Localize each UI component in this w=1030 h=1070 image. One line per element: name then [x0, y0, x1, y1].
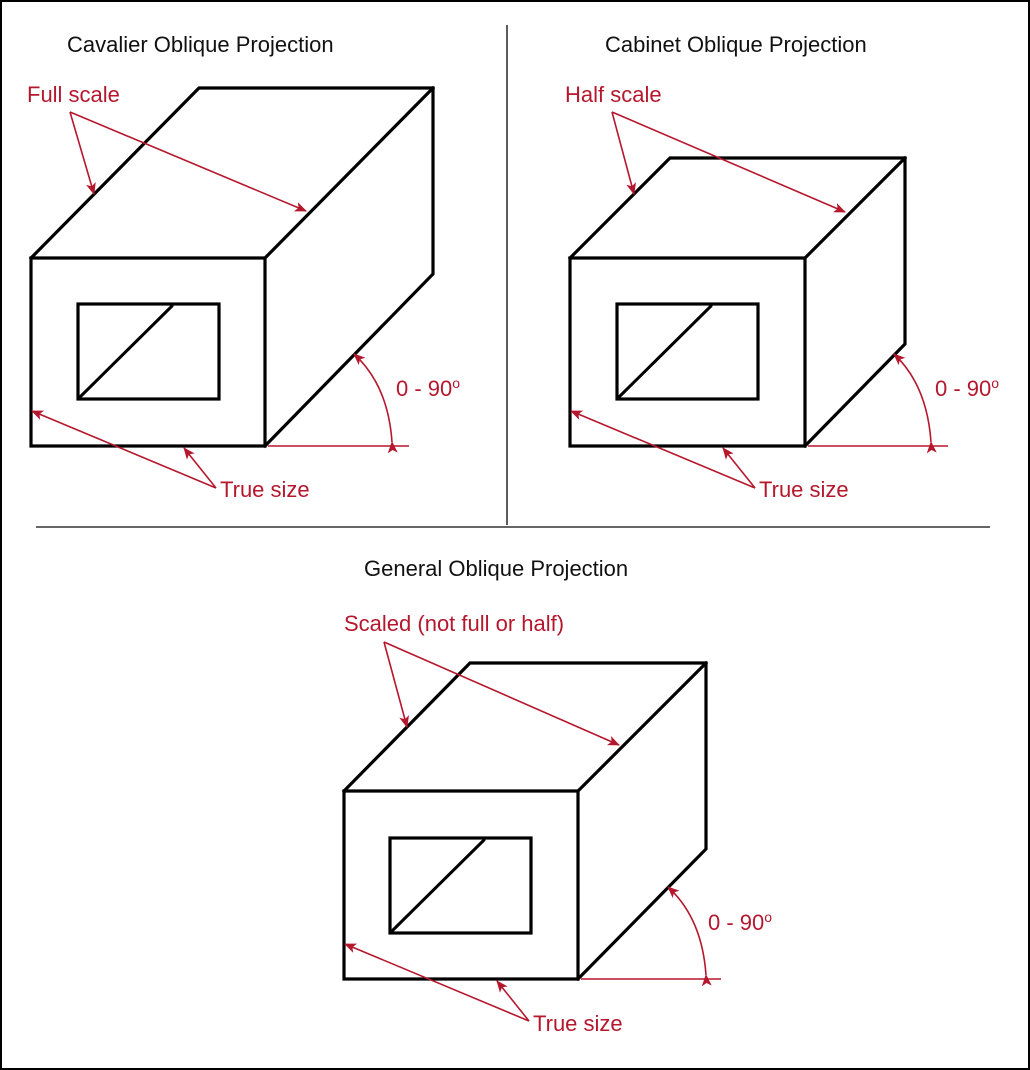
- scale-leader-left: [69, 111, 96, 195]
- angle-arc: [893, 353, 937, 454]
- front-face: [568, 256, 807, 448]
- receding-edges: [567, 156, 907, 449]
- size-leader-left: [570, 410, 756, 489]
- size-leader-right: [722, 447, 756, 489]
- general-box: [341, 660, 709, 982]
- front-face: [29, 256, 267, 448]
- angle-arc: [353, 353, 398, 454]
- panel-title: General Oblique Projection: [364, 556, 628, 581]
- angle-label: 0 - 90o: [396, 375, 460, 401]
- panel-title: Cabinet Oblique Projection: [605, 32, 867, 57]
- degree-symbol: o: [452, 375, 460, 391]
- angle-label: 0 - 90o: [708, 909, 772, 935]
- size-leader-left: [344, 943, 530, 1022]
- angle-label: 0 - 90o: [935, 375, 999, 401]
- scale-label: Scaled (not full or half): [344, 611, 564, 636]
- scale-leader-left: [611, 111, 636, 195]
- size-leader-left: [31, 410, 217, 489]
- angle-arc: [667, 886, 712, 987]
- panel-cabinet: Cabinet Oblique Projection Half scale 0 …: [565, 32, 999, 502]
- front-opening: [615, 302, 760, 401]
- size-leader-right: [183, 447, 217, 489]
- opening-diagonal: [617, 304, 713, 399]
- scale-leader-right: [611, 111, 846, 213]
- size-leader-right: [496, 980, 530, 1022]
- degree-symbol: o: [991, 375, 999, 391]
- receding-edge: [802, 155, 908, 261]
- receding-edge: [575, 660, 709, 794]
- front-face: [342, 789, 580, 981]
- front-opening: [76, 302, 221, 401]
- cabinet-box: [567, 155, 908, 449]
- receding-edges: [28, 86, 435, 449]
- panel-title: Cavalier Oblique Projection: [67, 32, 334, 57]
- front-opening: [388, 836, 533, 935]
- size-label: True size: [220, 477, 310, 502]
- size-label: True size: [759, 477, 849, 502]
- degree-symbol: o: [764, 909, 772, 925]
- scale-leader-right: [383, 641, 620, 746]
- panel-cavalier: Cavalier Oblique Projection Full scale 0…: [27, 32, 460, 502]
- opening-diagonal: [78, 304, 174, 399]
- scale-label: Full scale: [27, 82, 120, 107]
- cavalier-box: [28, 85, 436, 449]
- scale-leader-left: [383, 641, 409, 728]
- receding-edge: [262, 85, 436, 261]
- scale-label: Half scale: [565, 82, 662, 107]
- scale-leader-right: [69, 111, 307, 212]
- size-label: True size: [533, 1011, 623, 1036]
- opening-diagonal: [390, 838, 486, 933]
- panel-general: General Oblique Projection Scaled (not f…: [341, 556, 772, 1036]
